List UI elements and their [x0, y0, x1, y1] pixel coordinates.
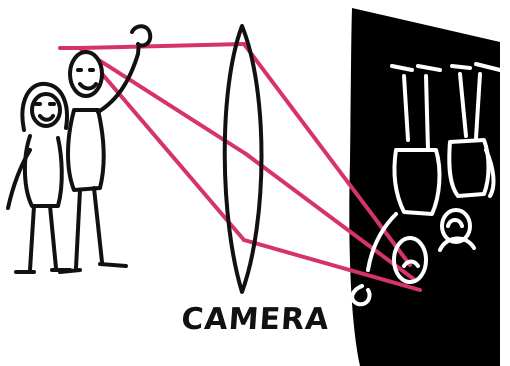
light-rays: [58, 42, 422, 292]
caption-camera: CAMERA: [180, 302, 331, 337]
convex-lens: [222, 24, 264, 294]
person-right: [58, 24, 153, 274]
inverted-image: [350, 62, 502, 307]
person-left: [6, 81, 72, 274]
